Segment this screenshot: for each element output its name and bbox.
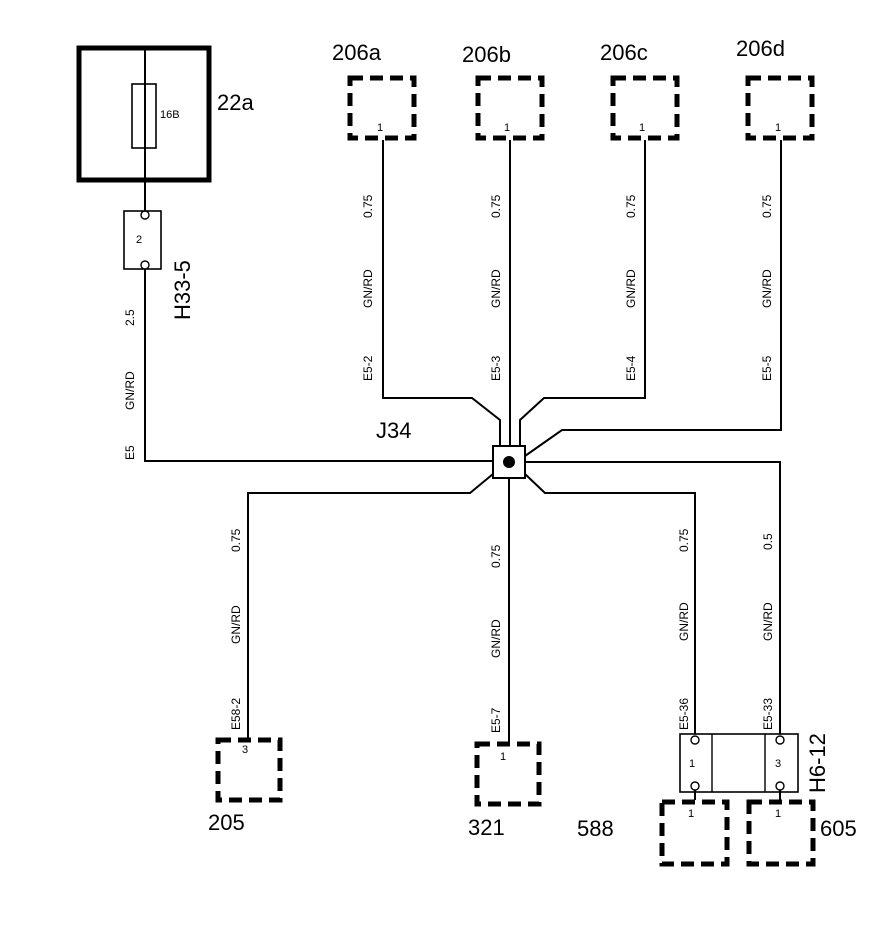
junction-ref: J34 [376,418,411,443]
h6-pin-left: 1 [689,758,695,770]
component-pin: 1 [639,122,645,134]
wire-id: E5-36 [677,698,691,730]
component-206a: 1 206a 0.75 GN/RD E5-2 [332,40,501,446]
component-ref: 206b [462,42,511,67]
wire-id: E5-7 [489,707,503,733]
wire-id: E5-33 [761,698,775,730]
component-pin: 1 [775,808,781,820]
component-206b: 1 206b 0.75 GN/RD E5-3 [462,42,545,446]
h33-pin: 2 [136,234,142,246]
wire-size: 0.75 [489,544,503,568]
wire-color: GN/RD [229,605,243,644]
component-pin: 1 [500,751,506,763]
wire-size: 0.75 [489,194,503,218]
wire-color: GN/RD [489,269,503,308]
fuse-box-22a: 16B 22a [76,45,254,212]
wire-id: E5-5 [760,355,774,381]
connector-h33-5: 2 H33-5 [123,210,195,320]
h6-ref: H6-12 [805,733,830,793]
component-pin: 1 [688,808,694,820]
connector-h6-12: 1 3 H6-12 [679,733,830,793]
component-pin: 1 [504,122,510,134]
main-wire-id: E5 [123,445,137,460]
wire-color: GN/RD [624,269,638,308]
component-ref: 321 [468,815,505,840]
wire-e5-36: 0.75 GN/RD E5-36 [524,473,696,736]
wire-size: 0.75 [677,528,691,552]
component-ref: 205 [208,810,245,835]
component-pin: 1 [775,122,781,134]
wire-color: GN/RD [677,602,691,641]
component-ref: 605 [820,816,857,841]
wire-color: GN/RD [489,619,503,658]
wire-id: E5-3 [489,355,503,381]
wire-size: 0.75 [624,194,638,218]
wire-size: 0.5 [761,533,775,550]
component-605: 1 605 [746,790,857,867]
main-wire-size: 2.5 [123,309,137,326]
component-206c: 1 206c 0.75 GN/RD E5-4 [519,40,680,446]
component-205: 3 205 0.75 GN/RD E58-2 [208,473,494,835]
component-ref: 206c [600,40,648,65]
component-588: 1 588 [577,790,730,867]
component-pin: 1 [377,122,383,134]
wire-id: E5-4 [624,355,638,381]
component-ref: 206d [736,36,785,61]
main-wire-color: GN/RD [123,371,137,410]
wire-id: E5-2 [361,355,375,381]
wire-size: 0.75 [229,528,243,552]
h33-ref: H33-5 [170,260,195,320]
component-ref: 588 [577,816,614,841]
component-206d: 1 206d 0.75 GN/RD E5-5 [524,36,815,457]
wire-color: GN/RD [761,602,775,641]
fuse-box-ref: 22a [217,90,254,115]
wire-e5-33: 0.5 GN/RD E5-33 [525,461,781,736]
wire-color: GN/RD [361,269,375,308]
wire-id: E58-2 [229,698,243,730]
wire-color: GN/RD [760,269,774,308]
wire-size: 0.75 [361,194,375,218]
component-pin: 3 [242,744,248,756]
wire-size: 0.75 [760,194,774,218]
component-ref: 206a [332,40,382,65]
fuse-label: 16B [160,109,180,121]
main-wire-e5: 2.5 GN/RD E5 [123,269,493,462]
component-321: 1 321 0.75 GN/RD E5-7 [468,478,542,840]
junction-j34: J34 [376,418,526,479]
h6-pin-right: 3 [775,758,781,770]
